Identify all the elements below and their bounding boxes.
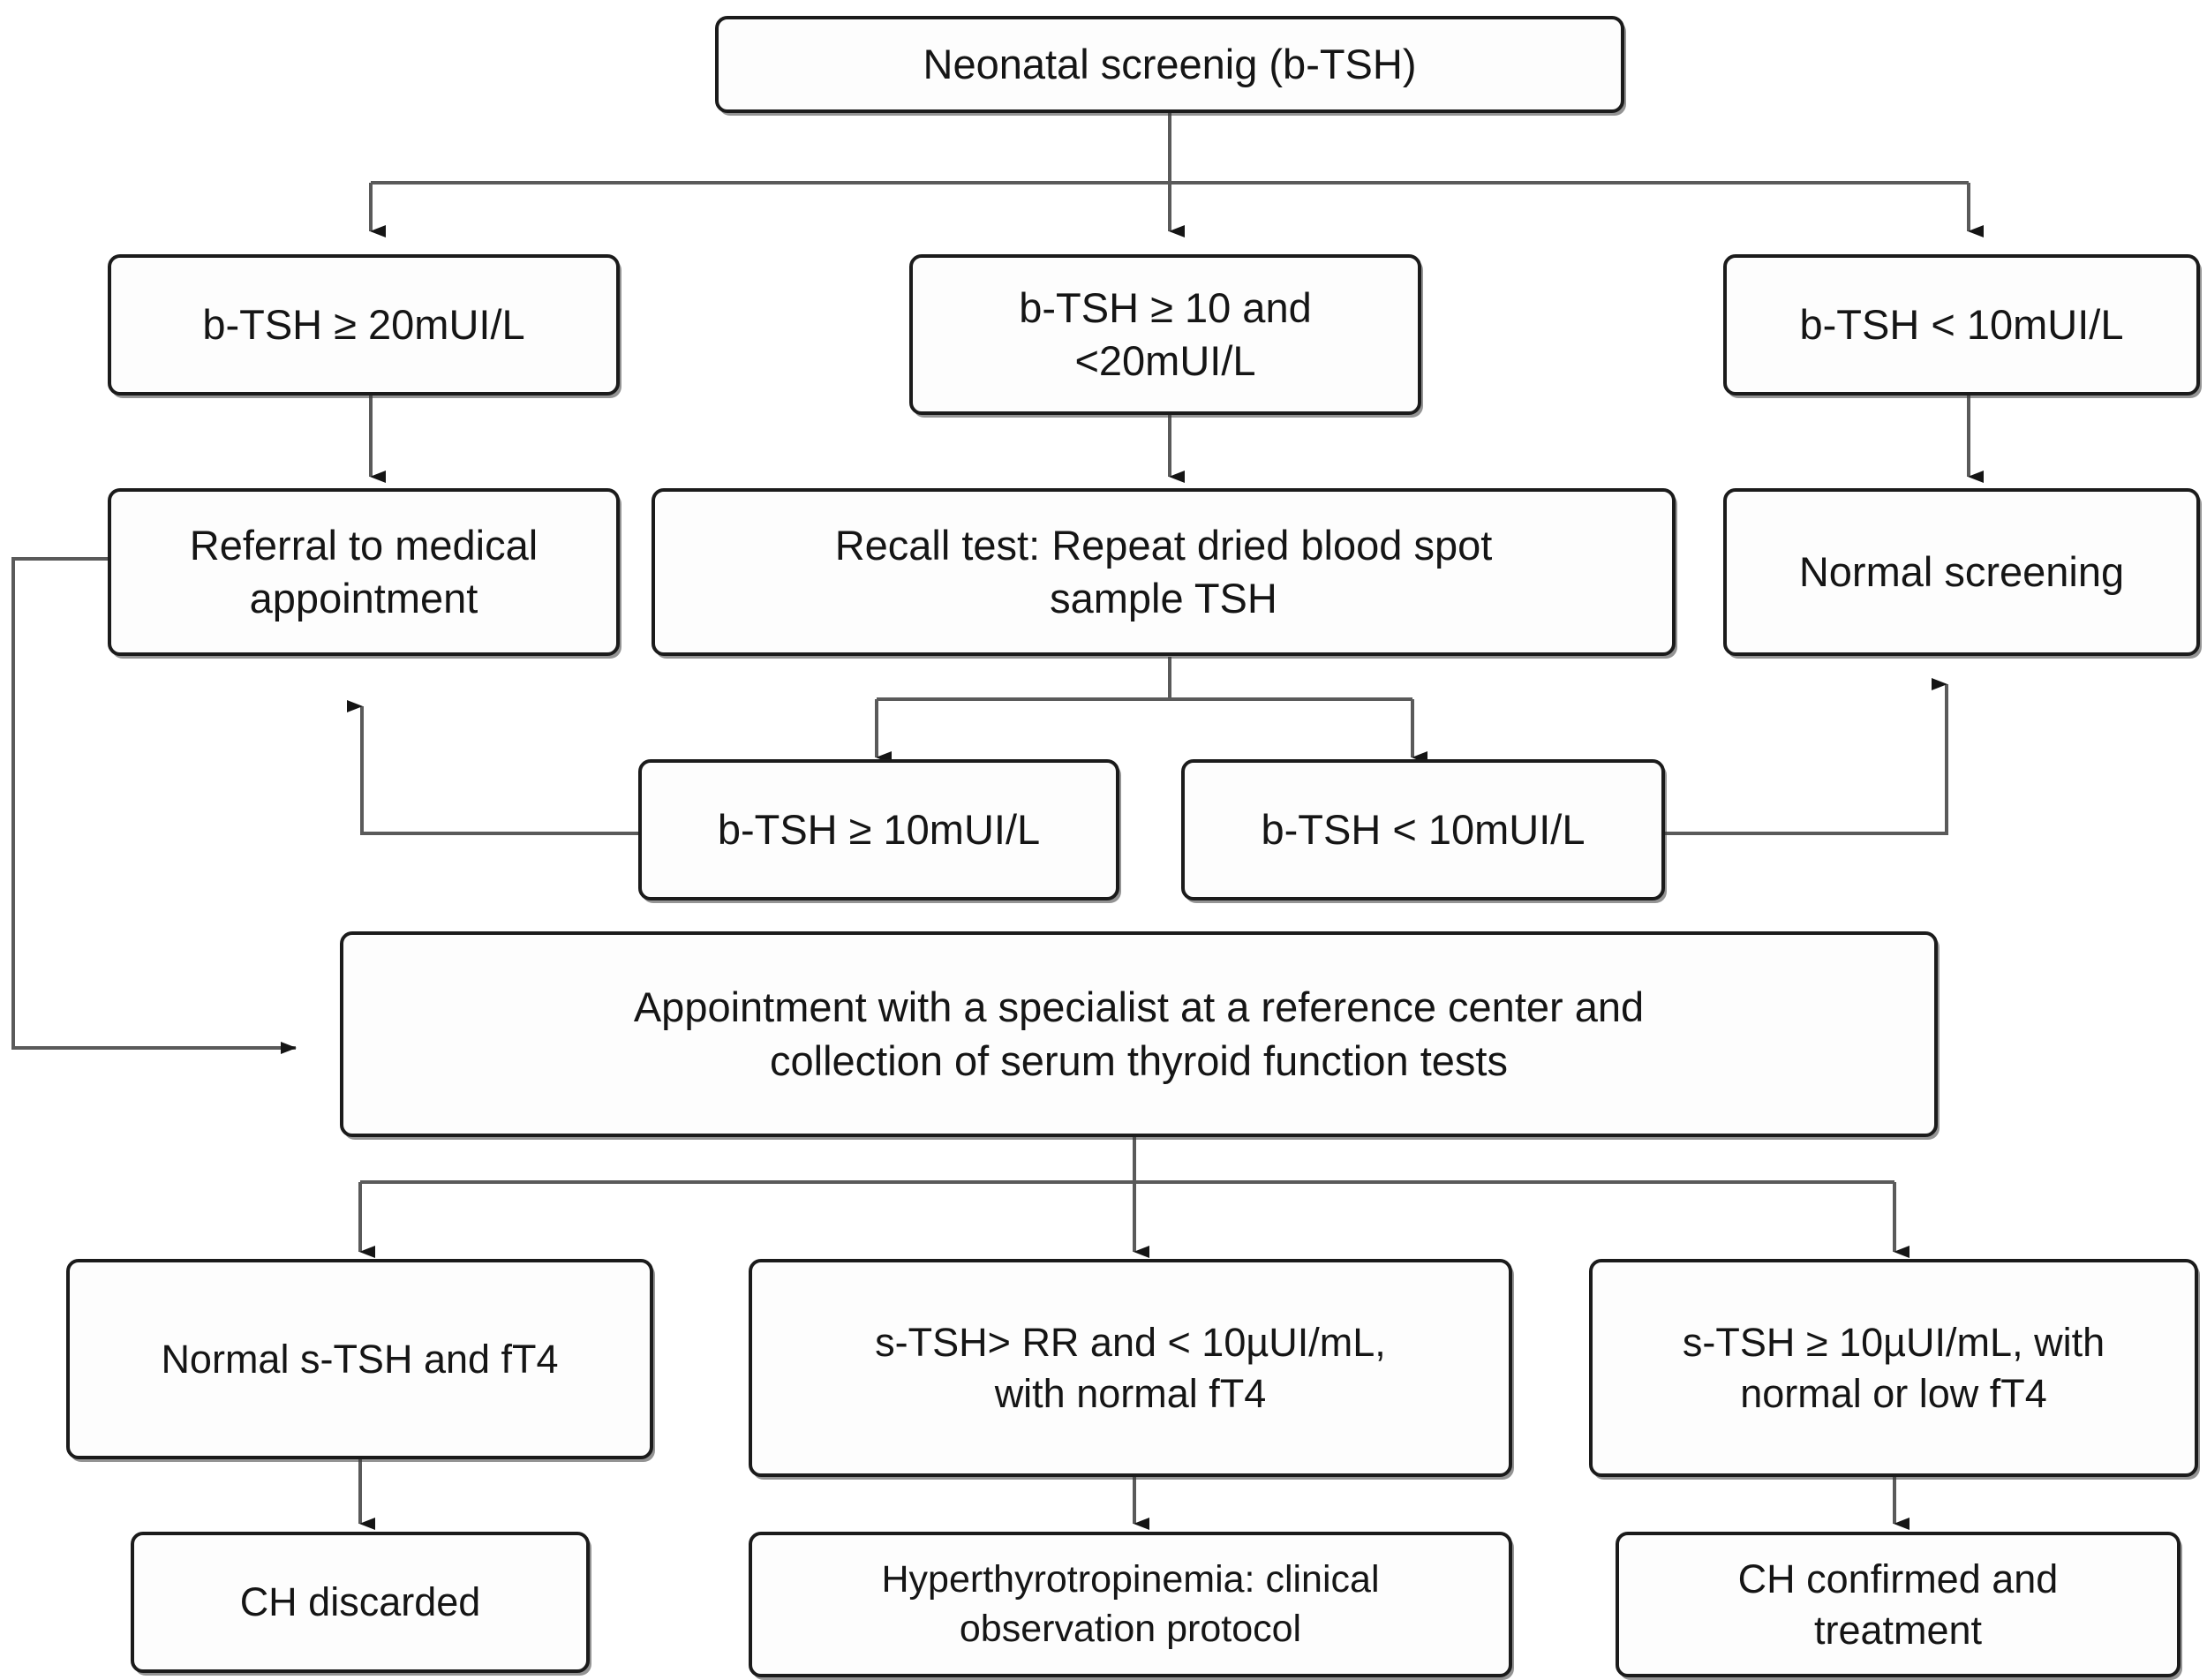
edge-recall-ge10-to-referral bbox=[347, 700, 638, 835]
node-recall-btsh-lt-10[interactable]: b-TSH < 10mUI/L bbox=[1181, 759, 1665, 900]
node-btsh-10-to-20-label: b-TSH ≥ 10 and<20mUI/L bbox=[1019, 283, 1312, 384]
edge-recall-lt10-to-normal-screening bbox=[1664, 678, 1948, 835]
node-normal-screening[interactable]: Normal screening bbox=[1723, 488, 2200, 656]
node-ch-discarded-label: CH discarded bbox=[239, 1579, 481, 1625]
node-btsh-lt-10[interactable]: b-TSH < 10mUI/L bbox=[1723, 254, 2200, 396]
node-stsh-above-rr-below-10-label: s-TSH> RR and < 10µUI/mL,with normal fT4 bbox=[875, 1319, 1386, 1416]
node-stsh-above-rr-below-10[interactable]: s-TSH> RR and < 10µUI/mL,with normal fT4 bbox=[749, 1259, 1512, 1477]
node-btsh-lt-10-label: b-TSH < 10mUI/L bbox=[1799, 300, 2124, 348]
node-specialist-appointment[interactable]: Appointment with a specialist at a refer… bbox=[340, 931, 1938, 1137]
node-btsh-ge-20[interactable]: b-TSH ≥ 20mUI/L bbox=[108, 254, 620, 396]
node-normal-stsh-and-ft4-label: Normal s-TSH and fT4 bbox=[161, 1336, 559, 1382]
node-btsh-ge-20-label: b-TSH ≥ 20mUI/L bbox=[202, 300, 525, 348]
node-normal-screening-label: Normal screening bbox=[1798, 547, 2125, 595]
node-ch-discarded[interactable]: CH discarded bbox=[131, 1532, 590, 1673]
node-neonatal-screening-label: Neonatal screenig (b-TSH) bbox=[923, 40, 1417, 87]
node-neonatal-screening[interactable]: Neonatal screenig (b-TSH) bbox=[715, 16, 1624, 113]
node-normal-stsh-and-ft4[interactable]: Normal s-TSH and fT4 bbox=[66, 1259, 653, 1459]
node-recall-btsh-ge-10-label: b-TSH ≥ 10mUI/L bbox=[717, 805, 1041, 853]
node-recall-btsh-ge-10[interactable]: b-TSH ≥ 10mUI/L bbox=[638, 759, 1119, 900]
node-btsh-10-to-20[interactable]: b-TSH ≥ 10 and<20mUI/L bbox=[909, 254, 1421, 415]
node-recall-btsh-lt-10-label: b-TSH < 10mUI/L bbox=[1261, 805, 1586, 853]
node-specialist-appointment-label: Appointment with a specialist at a refer… bbox=[633, 983, 1645, 1084]
